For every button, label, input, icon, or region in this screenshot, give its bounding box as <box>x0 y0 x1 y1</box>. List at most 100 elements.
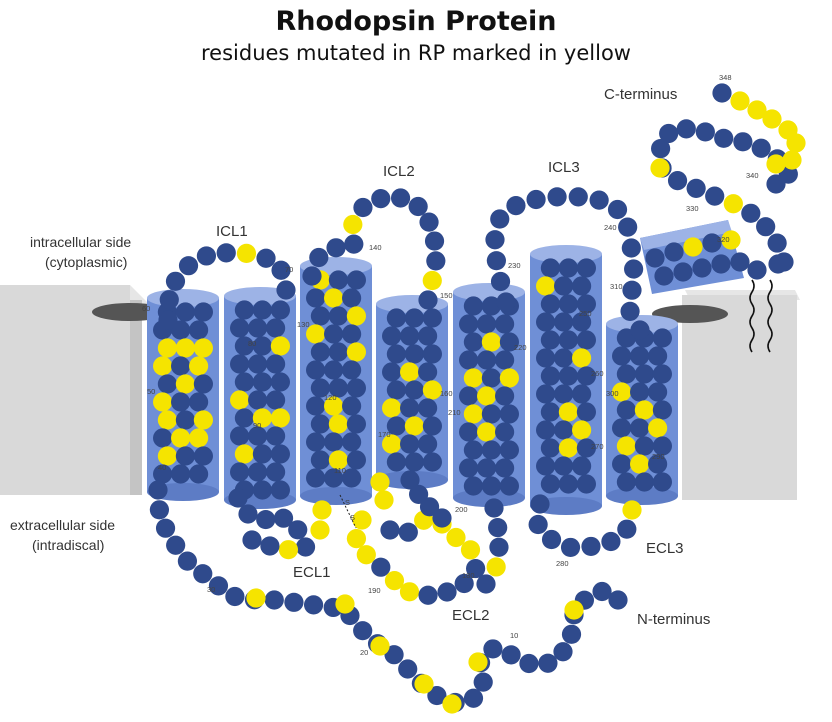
residue <box>155 518 176 538</box>
residue <box>230 426 250 446</box>
residue <box>390 188 411 208</box>
residue <box>576 294 597 314</box>
residue <box>499 404 519 424</box>
residue <box>380 520 400 540</box>
residue <box>766 174 786 194</box>
residue <box>419 212 439 232</box>
residue-mutated <box>374 490 394 510</box>
residue <box>324 432 344 452</box>
residue-mutated <box>463 404 483 424</box>
residue <box>476 574 496 594</box>
residue-mutated <box>786 133 806 153</box>
residue <box>667 171 688 191</box>
residue <box>536 456 556 476</box>
residue-mutated <box>730 91 750 111</box>
residue <box>371 189 391 209</box>
residue-mutated <box>343 214 363 235</box>
residue <box>422 308 442 328</box>
residue <box>252 444 272 464</box>
residue <box>774 252 794 272</box>
residue-number-330: 330 <box>686 204 699 213</box>
residue-mutated <box>370 636 390 656</box>
residue <box>171 356 191 376</box>
residue <box>342 468 362 488</box>
residue <box>418 326 438 346</box>
residue <box>630 346 650 366</box>
residue-mutated <box>481 332 501 352</box>
residue <box>256 248 276 268</box>
residue-mutated <box>157 338 177 358</box>
residue-number-110: 110 <box>334 466 346 475</box>
residue <box>540 330 561 350</box>
residue <box>266 318 286 338</box>
residue-mutated <box>270 336 290 356</box>
residue <box>177 551 198 571</box>
residue-mutated <box>442 694 462 714</box>
residue <box>346 270 366 290</box>
residue <box>499 440 519 460</box>
residue <box>193 446 213 466</box>
residue-mutated <box>153 392 173 412</box>
residue-number-200: 200 <box>455 505 468 514</box>
residue <box>328 378 348 398</box>
residue <box>558 474 579 494</box>
residue-number-210: 210 <box>448 408 461 417</box>
residue <box>528 514 548 535</box>
residue <box>561 624 582 644</box>
residue <box>536 348 556 368</box>
residue <box>553 642 573 662</box>
residue-number-270: 270 <box>591 442 604 451</box>
residue <box>171 392 191 412</box>
residue-mutated <box>324 396 344 416</box>
residue <box>540 258 561 278</box>
residue-mutated <box>536 276 556 296</box>
residue <box>554 384 574 404</box>
residue <box>158 310 178 330</box>
residue-mutated <box>404 416 424 436</box>
residue <box>303 595 324 615</box>
residue-mutated <box>486 557 506 577</box>
residue <box>486 251 506 271</box>
residue <box>547 187 567 207</box>
residue <box>422 344 442 364</box>
residue <box>540 474 561 494</box>
ecl1-label: ECL1 <box>293 564 331 581</box>
residue-mutated <box>460 540 481 560</box>
residue-mutated <box>564 600 584 620</box>
residue <box>310 306 330 326</box>
residue <box>496 292 516 312</box>
residue <box>572 276 592 296</box>
residue <box>705 186 725 206</box>
residue <box>306 288 326 308</box>
residue <box>620 301 640 321</box>
residue <box>248 390 268 410</box>
residue <box>288 520 308 540</box>
residue-mutated <box>630 454 650 474</box>
residue <box>501 645 521 665</box>
residue <box>767 233 787 253</box>
residue-mutated <box>414 674 434 694</box>
residue <box>324 360 344 380</box>
n-terminus-label: N-terminus <box>637 611 710 628</box>
residue <box>400 434 420 454</box>
residue-mutated <box>234 444 254 464</box>
c-terminus-label: C-terminus <box>604 86 677 103</box>
residue-number-180: 180 <box>462 571 475 580</box>
residue-mutated <box>352 510 372 530</box>
residue <box>686 178 706 198</box>
residue <box>424 231 445 251</box>
residue <box>495 386 515 406</box>
residue <box>648 454 668 474</box>
residue-mutated <box>399 582 420 602</box>
residue <box>616 400 637 420</box>
residue-mutated <box>683 237 703 257</box>
residue <box>422 452 442 472</box>
residue-mutated <box>189 428 209 448</box>
residue <box>463 688 484 708</box>
icl1-label: ICL1 <box>216 223 248 240</box>
residue <box>481 404 501 424</box>
residue-mutated <box>558 402 579 422</box>
residue <box>481 440 501 460</box>
residue <box>193 302 213 322</box>
residue <box>634 472 655 492</box>
